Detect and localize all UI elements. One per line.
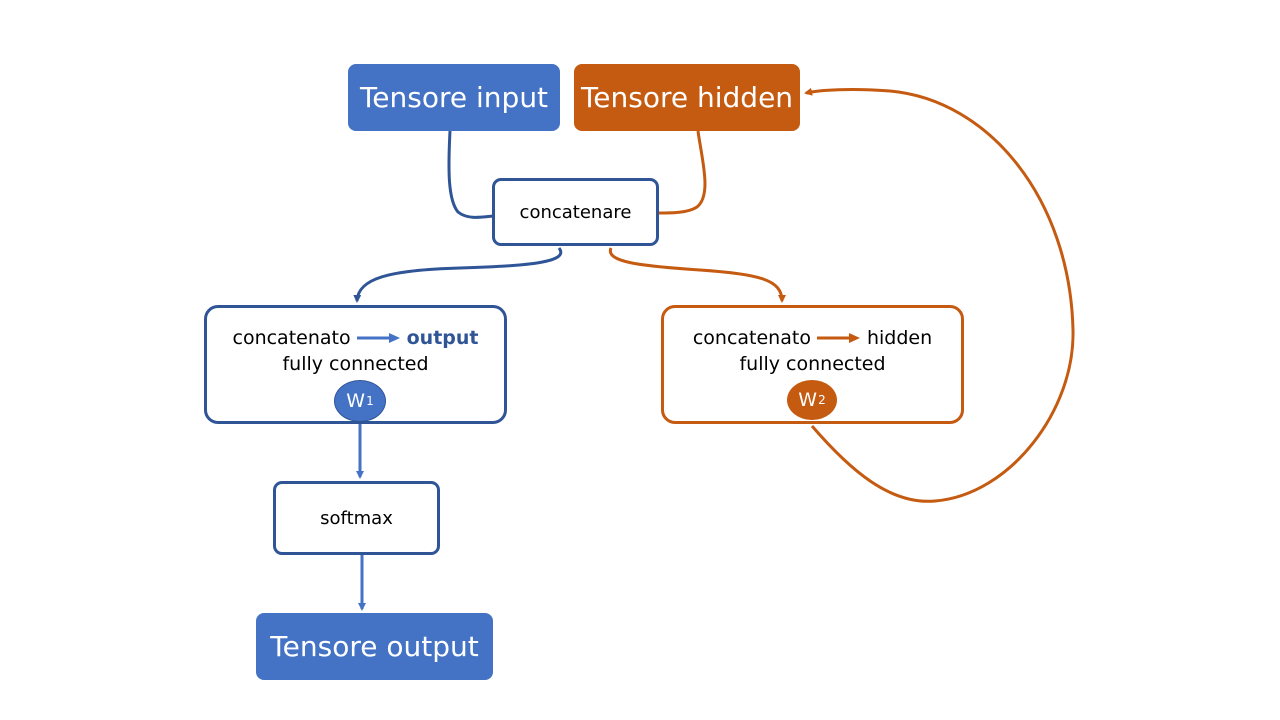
wire-concat-to-fc-output xyxy=(353,247,563,303)
fc-hidden-target: hidden xyxy=(866,327,933,349)
tensor-input-label: Tensore input xyxy=(359,81,549,114)
arrow-right-icon xyxy=(816,333,860,343)
concat-node: concatenare xyxy=(492,178,659,246)
arrow-right-icon xyxy=(356,333,400,343)
tensor-output-node: Tensore output xyxy=(256,613,493,680)
fc-output-source: concatenato xyxy=(232,327,351,349)
fc-output-target: output xyxy=(406,327,479,349)
tensor-hidden-node: Tensore hidden xyxy=(574,64,800,131)
wire-hidden-to-concat xyxy=(657,130,707,215)
wire-recurrent-loop xyxy=(804,87,1075,503)
tensor-input-node: Tensore input xyxy=(348,64,560,131)
tensor-hidden-label: Tensore hidden xyxy=(580,81,794,114)
fc-output-mapping: concatenato output xyxy=(233,325,479,351)
concat-label: concatenare xyxy=(519,201,632,223)
fc-output-type: fully connected xyxy=(282,353,429,375)
fc-hidden-mapping: concatenato hidden xyxy=(693,325,932,351)
softmax-label: softmax xyxy=(320,507,393,529)
fc-hidden-source: concatenato xyxy=(692,327,811,349)
wire-concat-to-fc-hidden xyxy=(608,247,786,303)
fc-hidden-type: fully connected xyxy=(739,353,886,375)
softmax-node: softmax xyxy=(273,481,440,555)
tensor-output-label: Tensore output xyxy=(270,630,479,663)
wire-input-to-concat xyxy=(447,130,494,219)
